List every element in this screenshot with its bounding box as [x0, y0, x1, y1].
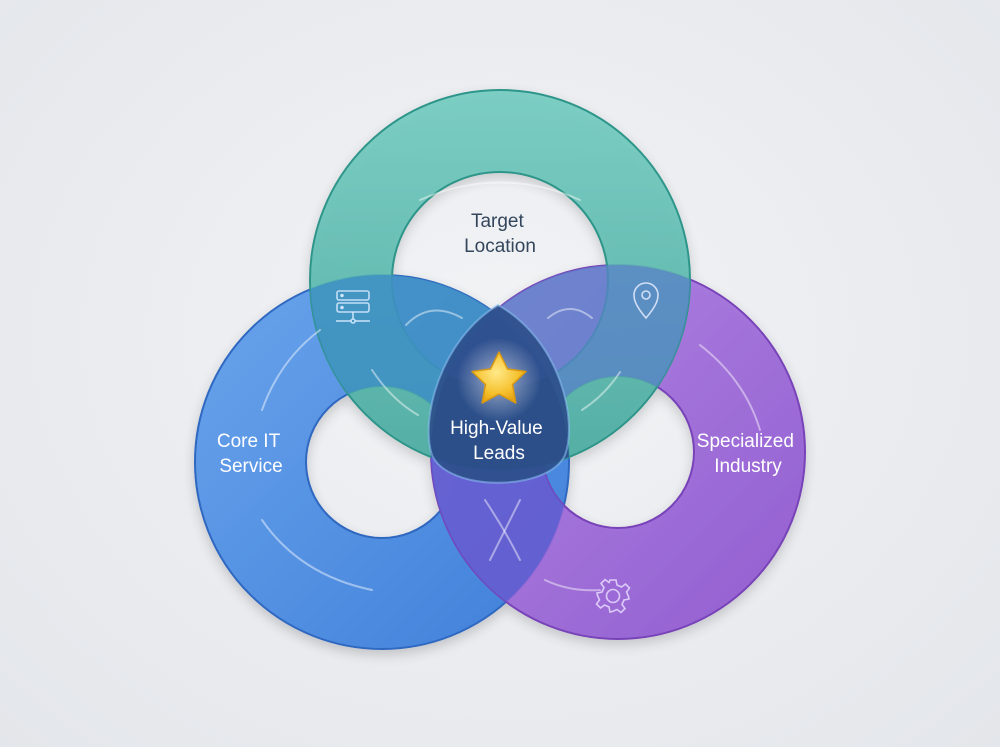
star-icon [471, 351, 527, 404]
label-specialized-industry: Specialized Industry [697, 431, 799, 477]
label-high-value-leads: High-Value Leads [450, 418, 548, 464]
decorative-arcs [261, 181, 761, 592]
gear-icon [595, 578, 631, 614]
label-target-location: Target Location [464, 211, 536, 257]
server-icon [336, 290, 370, 324]
label-core-it-service: Core IT Service [217, 431, 285, 477]
map-pin-icon [633, 282, 659, 320]
